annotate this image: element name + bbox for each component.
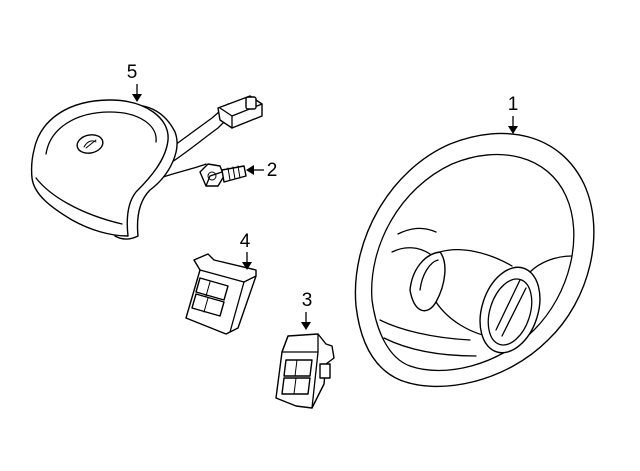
callout-2: 2 xyxy=(246,160,277,181)
airbag-module[interactable] xyxy=(30,95,263,240)
steering-wheel[interactable] xyxy=(354,132,595,388)
callout-label-4: 4 xyxy=(240,231,251,252)
callout-5: 5 xyxy=(127,62,142,102)
callout-label-3: 3 xyxy=(302,290,313,311)
bolt[interactable] xyxy=(199,163,247,187)
upper-switch[interactable] xyxy=(185,253,257,335)
lower-switch[interactable] xyxy=(275,333,335,409)
callout-4: 4 xyxy=(240,231,252,270)
callout-label-5: 5 xyxy=(127,62,138,83)
callout-label-1: 1 xyxy=(508,94,519,115)
callout-3: 3 xyxy=(301,290,312,330)
callout-1: 1 xyxy=(508,94,519,134)
callout-label-2: 2 xyxy=(267,160,278,181)
